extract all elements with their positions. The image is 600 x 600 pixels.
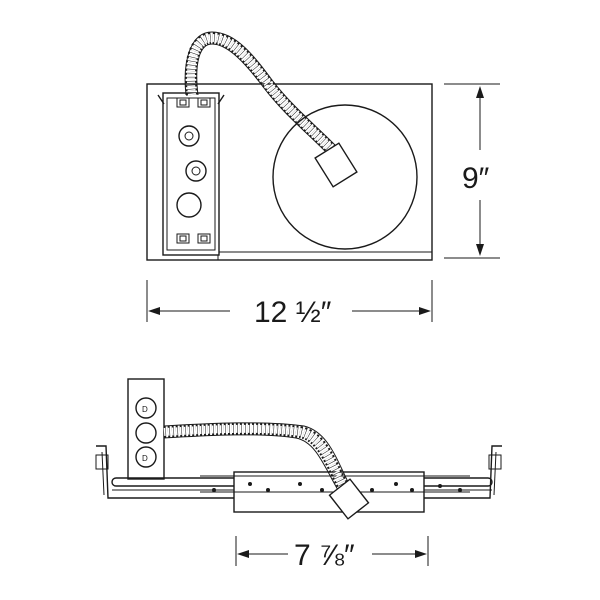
- svg-text:D: D: [142, 405, 148, 414]
- aperture-circle: [272, 104, 418, 250]
- side-width-dimension: 7 ⅞″: [235, 536, 429, 572]
- svg-text:D: D: [142, 454, 148, 463]
- width-dimension: 12 ½″: [146, 280, 433, 329]
- mounting-plate: [146, 83, 433, 261]
- side-junction-box: [127, 378, 165, 480]
- height-label: 9″: [462, 162, 490, 195]
- junction-box: [157, 92, 225, 256]
- side-width-label: 7 ⅞″: [294, 539, 355, 572]
- lamp-socket: [314, 142, 358, 188]
- top-view: 9″ 12 ½″: [146, 31, 500, 329]
- side-lamp-socket: [328, 478, 370, 520]
- side-view: D D: [95, 378, 502, 572]
- height-dimension: 9″: [444, 83, 500, 259]
- width-label: 12 ½″: [254, 296, 332, 329]
